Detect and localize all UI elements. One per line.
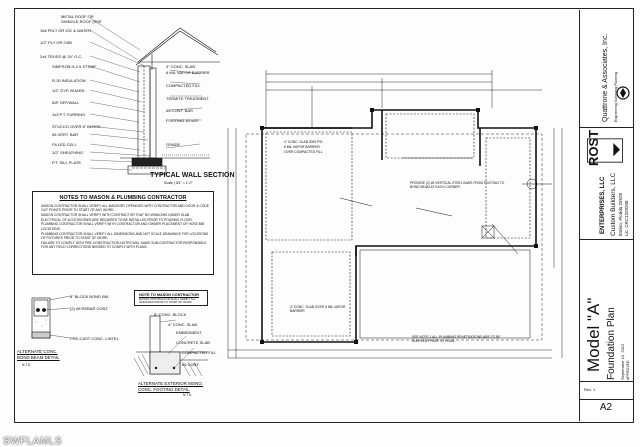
footing-scale: N.T.S. bbox=[183, 393, 192, 397]
model-name: Model "A" bbox=[584, 297, 603, 372]
tb-model-cell: Model "A" Foundation Plan September 15, … bbox=[580, 240, 633, 382]
wall-callout: 1/2" SHEATHING bbox=[52, 150, 84, 155]
plan-note: PROVIDE (2) #5 VERTICAL STEEL BARS FROM … bbox=[410, 181, 505, 189]
wall-callout: #5 VERT. BAR bbox=[52, 132, 79, 137]
plan-note: 6 MIL VAPOR BARRIER bbox=[284, 145, 320, 149]
wall-callout: #5 CONT. BAR bbox=[166, 108, 193, 113]
footing-callout: CONCRETE SLAB bbox=[176, 340, 210, 345]
sheet-number: A2 bbox=[599, 402, 613, 413]
sheet-border bbox=[14, 8, 634, 423]
wall-callout: 6 MIL VAPOR BARRIER bbox=[166, 70, 210, 75]
bond-beam-callout: PRE-CAST CONC. LINTEL bbox=[70, 336, 119, 341]
plan-note: 4" CONC. SLAB 3000 PSI bbox=[284, 140, 323, 144]
footing-title-line1: ALTERNATE EXTERIOR MONO. bbox=[138, 381, 203, 386]
bond-beam-title-line2: BOND BEAM DETAIL bbox=[17, 354, 60, 360]
plan-note: SEE NOTE 1 ALL PLUMBING PENETRATIONS ARE… bbox=[412, 335, 501, 343]
bond-beam-title-line1: ALTERNATE CONC. bbox=[17, 349, 58, 354]
note-item: MASON CONTRACTOR SHALL VERIFY ALL MASONR… bbox=[41, 204, 209, 213]
builder-address: Estero, Florida 33928 bbox=[618, 192, 623, 236]
footing-callout: COMPACTED FILL bbox=[182, 350, 217, 355]
mls-watermark: SWFLAMLS bbox=[3, 436, 63, 447]
builder-license: Lic. CRC1329268 bbox=[624, 200, 629, 236]
builder-name: ROST bbox=[586, 129, 601, 166]
note-item: FAILURE TO COMPLY WITH PRE-CONSTRUCTION … bbox=[41, 240, 207, 250]
wall-callout: 4" CONC. SLAB bbox=[166, 64, 195, 69]
wall-callout: GRADE bbox=[166, 142, 181, 147]
tb-firm-cell: Quattrone & Associates, Inc. Engineering… bbox=[580, 10, 633, 128]
bond-beam-callout: (2) #5 REBAR CONT. bbox=[70, 306, 109, 311]
firm-logo-icon bbox=[616, 86, 630, 100]
wall-callout: SIMPSON H-2.5 STRAP bbox=[52, 64, 96, 69]
wall-callout: 5/8" DRYWALL bbox=[52, 100, 80, 105]
footing-detail-drawing bbox=[133, 315, 208, 377]
wall-callout: 2x4 TRUSS @ 24" O.C. bbox=[40, 54, 83, 59]
wall-callout: 1x3 P.T. FURRING bbox=[52, 112, 86, 117]
mason-note-title: NOTE TO MASON CONTRACTOR bbox=[139, 293, 199, 297]
plan-note: OVER COMPACTED FILL bbox=[284, 150, 323, 154]
plan-note: 4" CONC. SLAB OVER 6 MIL VAPOR BARRIER bbox=[290, 305, 346, 313]
wall-callout: COMPACTED FILL bbox=[166, 83, 201, 88]
wall-callout: 1/2" PLY OR OSB bbox=[40, 40, 72, 45]
wall-callout: 15# FELT OR ICE & WATER bbox=[40, 28, 91, 33]
wall-callout: TERMITE TREATMENT bbox=[166, 96, 209, 101]
wall-section-drawing bbox=[89, 17, 220, 175]
footing-callout: 8" CONC. BLOCK bbox=[154, 312, 187, 317]
wall-callout: R-30 INSULATION bbox=[52, 78, 86, 83]
wall-callout: STUCCO OVER 8" BLOCK bbox=[52, 124, 101, 129]
footing-title-line2: CONC. FOOTING DETAIL bbox=[138, 386, 190, 392]
revision-label: Rev. 1 bbox=[584, 387, 596, 392]
wall-callout: FILLED CELL bbox=[52, 142, 77, 147]
wall-callout: 1/2" GYP. BOARD bbox=[52, 88, 85, 93]
foundation-plan-drawing bbox=[227, 70, 563, 359]
plan-date: September 15, 2012 bbox=[620, 343, 625, 380]
title-block: Quattrone & Associates, Inc. Engineering… bbox=[579, 10, 633, 421]
firm-name: Quattrone & Associates, Inc. bbox=[602, 33, 609, 122]
tb-revision-cell: Rev. 1 bbox=[580, 382, 633, 400]
mason-note-text: MASON CONTRACTOR SHALL VERIFY ALL OPENIN… bbox=[139, 297, 196, 305]
wall-callout: FOOTING 16"x20" bbox=[166, 118, 200, 123]
note-item: PLUMBING CONTRACTOR SHALL VERIFY ALL DIM… bbox=[41, 231, 209, 241]
notes-title: NOTES TO MASON & PLUMBING CONTRACTOR bbox=[59, 195, 187, 201]
wall-callout: P.T. SILL PLATE bbox=[52, 160, 82, 165]
plan-name: Foundation Plan bbox=[606, 307, 617, 380]
bond-beam-callout: 8" BLOCK BOND BM. bbox=[70, 294, 110, 299]
builder-address: Custom Builders, LLC bbox=[610, 172, 617, 236]
wall-section-scale: Scale | 3/4" = 1'-0" bbox=[164, 181, 193, 185]
approved-label: APPROVED bbox=[626, 360, 630, 380]
wall-callout: METAL ROOF OR bbox=[61, 14, 94, 19]
notes-list: MASON CONTRACTOR SHALL VERIFY ALL MASONR… bbox=[41, 204, 209, 250]
note-item: MASON CONTRACTOR SHALL VERIFY WITH CONTR… bbox=[41, 213, 193, 222]
rost-logo-icon bbox=[587, 138, 623, 163]
bond-beam-title: ALTERNATE CONC. BOND BEAM DETAIL bbox=[17, 349, 60, 360]
footing-detail-title: ALTERNATE EXTERIOR MONO. CONC. FOOTING D… bbox=[138, 381, 203, 392]
mason-note-box: NOTE TO MASON CONTRACTOR MASON CONTRACTO… bbox=[134, 290, 208, 306]
footing-callout: #5 CONT. bbox=[182, 362, 200, 367]
footing-callout: 4" CONC. SLAB bbox=[168, 322, 197, 327]
tb-builder-cell: ROST ENTERPRISES, LLC Custom Builders, L… bbox=[580, 128, 633, 240]
builder-subtitle: ENTERPRISES, LLC bbox=[600, 176, 606, 234]
note-item: PLUMBING CONTRACTOR SHALL VERIFY WITH CO… bbox=[41, 222, 205, 231]
mason-plumbing-notes: NOTES TO MASON & PLUMBING CONTRACTOR MAS… bbox=[32, 191, 214, 275]
bond-beam-scale: N.T.S. bbox=[22, 363, 31, 367]
wall-section-title: TYPICAL WALL SECTION bbox=[150, 172, 235, 179]
footing-callout: EMBEDMENT bbox=[176, 330, 202, 335]
wall-callout: SHINGLE ROOF (SEE bbox=[61, 19, 102, 24]
bond-beam-detail-drawing bbox=[31, 295, 71, 339]
